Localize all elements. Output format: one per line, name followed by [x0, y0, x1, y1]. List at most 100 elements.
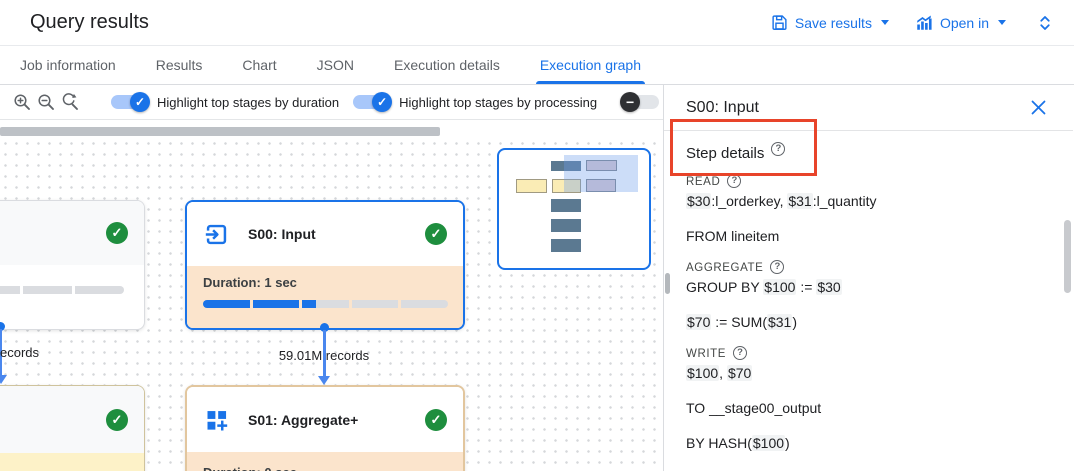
- code-token: ,: [719, 365, 727, 381]
- code-token: FROM lineitem: [686, 228, 780, 244]
- stage-node-body: Duration: 1 sec: [187, 266, 463, 328]
- code-token: $100: [751, 435, 786, 451]
- code-line: $70 := SUM($31): [686, 312, 1049, 332]
- help-icon[interactable]: ?: [733, 346, 748, 360]
- stage-details-panel: S00: Input Step details ? READ?$30:l_ord…: [664, 85, 1073, 471]
- open-in-button[interactable]: Open in: [915, 14, 1006, 32]
- minimap-stage-rect: [551, 199, 581, 212]
- zoom-reset-icon[interactable]: [61, 90, 80, 114]
- edge-line: [323, 330, 326, 376]
- graph-pane: ✓ Highlight top stages by duration ✓ Hig…: [0, 85, 664, 471]
- panel-scrollbar[interactable]: [1064, 220, 1071, 293]
- section-label-row: READ?: [686, 174, 1049, 188]
- code-token: :l_quantity: [812, 193, 877, 209]
- check-circle-icon: ✓: [425, 408, 447, 431]
- edge-records-label: 59.01M records: [278, 348, 370, 363]
- stage-node-s01[interactable]: S01: Aggregate+ ✓ Duration: 0 sec: [185, 385, 465, 471]
- minimap-stage-rect: [551, 239, 581, 252]
- step-details-heading: Step details ?: [686, 142, 1049, 162]
- stage-node-body: Duration: 0 sec: [187, 452, 463, 471]
- stage-node-partial-bottom[interactable]: ✓: [0, 385, 145, 471]
- toggle-third-switch[interactable]: −: [620, 92, 660, 112]
- toggle-highlight-duration[interactable]: ✓: [111, 92, 150, 112]
- minimap[interactable]: [497, 148, 651, 270]
- minimap-stage-rect: [551, 161, 581, 171]
- code-token: $100: [686, 365, 720, 381]
- help-icon[interactable]: ?: [727, 174, 742, 188]
- open-in-label: Open in: [939, 14, 989, 31]
- save-results-button[interactable]: Save results: [771, 14, 889, 31]
- tab-results[interactable]: Results: [155, 57, 203, 73]
- caret-down-icon: [998, 20, 1006, 25]
- save-icon: [771, 14, 788, 31]
- stage-duration-label: Duration: 1 sec: [203, 275, 297, 290]
- code-token: :l_orderkey,: [711, 193, 788, 209]
- code-line: $100, $70: [686, 363, 1049, 383]
- execution-graph-canvas[interactable]: ✓ ecords ✓: [0, 120, 663, 471]
- minimap-stage-rect: [552, 179, 581, 193]
- code-token: ): [785, 435, 790, 451]
- code-line: FROM lineitem: [686, 226, 1049, 246]
- help-icon[interactable]: ?: [771, 142, 786, 156]
- step-details-label: Step details: [686, 145, 765, 162]
- edge-source-dot: [0, 322, 5, 331]
- tab-job-information[interactable]: Job information: [20, 57, 116, 73]
- stage-node-header: ✓: [0, 386, 144, 453]
- zoom-in-icon[interactable]: [13, 90, 32, 114]
- step-section: $70 := SUM($31): [686, 312, 1049, 332]
- check-circle-icon: ✓: [425, 223, 447, 245]
- caret-down-icon: [880, 20, 889, 25]
- section-label-row: WRITE?: [686, 346, 1049, 360]
- code-token: GROUP BY: [686, 279, 764, 295]
- help-icon[interactable]: ?: [770, 260, 785, 274]
- minimap-viewport[interactable]: [564, 155, 638, 192]
- horizontal-scrollbar[interactable]: [0, 127, 440, 136]
- code-token: :=: [796, 279, 817, 295]
- toggle-minus-icon: −: [620, 92, 641, 112]
- stage-node-header: S01: Aggregate+ ✓: [187, 387, 463, 452]
- panel-body: Step details ? READ?$30:l_orderkey, $31:…: [664, 131, 1073, 453]
- input-icon: [203, 221, 230, 248]
- step-section: TO __stage00_output: [686, 398, 1049, 418]
- aggregate-icon: [203, 406, 230, 433]
- code-token: $30: [816, 279, 842, 295]
- stage-progress-bar: [0, 286, 125, 294]
- tab-execution-graph[interactable]: Execution graph: [532, 46, 649, 84]
- tab-json[interactable]: JSON: [316, 57, 354, 73]
- stage-node-partial-top[interactable]: ✓: [0, 200, 145, 330]
- tab-execution-details[interactable]: Execution details: [393, 57, 500, 73]
- edge-line: [0, 329, 2, 376]
- toggle-duration-label: Highlight top stages by duration: [157, 94, 340, 110]
- minimap-stage-rect: [586, 160, 617, 171]
- tab-chart[interactable]: Chart: [242, 57, 277, 73]
- step-section: FROM lineitem: [686, 226, 1049, 246]
- zoom-out-icon[interactable]: [37, 90, 56, 114]
- canvas-vertical-scrollbar[interactable]: [665, 273, 670, 294]
- code-token: $30: [686, 193, 712, 209]
- code-line: TO __stage00_output: [686, 398, 1049, 418]
- code-token: $70: [726, 365, 753, 381]
- code-token: $31: [766, 314, 793, 330]
- toggle-processing-label: Highlight top stages by processing: [399, 94, 598, 110]
- code-token: BY HASH(: [686, 435, 752, 451]
- stage-node-s00[interactable]: S00: Input ✓ Duration: 1 sec: [185, 200, 465, 330]
- progress-segment: [401, 300, 448, 308]
- page-title: Query results: [30, 11, 149, 33]
- stage-node-header: ✓: [0, 201, 144, 265]
- minimap-stage-rect: [551, 219, 581, 232]
- stage-node-header: S00: Input ✓: [187, 202, 463, 266]
- graph-toolbar: ✓ Highlight top stages by duration ✓ Hig…: [0, 85, 663, 120]
- toggle-highlight-processing[interactable]: ✓: [353, 92, 393, 112]
- minimap-stage-rect: [516, 179, 547, 193]
- edge-arrow-icon: [318, 376, 330, 385]
- step-section: READ? $30:l_orderkey, $31:l_quantity: [686, 174, 1049, 211]
- code-token: $31: [787, 193, 813, 209]
- close-icon[interactable]: [1031, 100, 1046, 115]
- header-actions: Save results Open in: [771, 10, 1058, 36]
- code-token: $70: [686, 314, 712, 330]
- section-label: READ: [686, 175, 721, 188]
- collapse-expand-icon[interactable]: [1032, 10, 1058, 36]
- section-label-row: AGGREGATE?: [686, 260, 1049, 274]
